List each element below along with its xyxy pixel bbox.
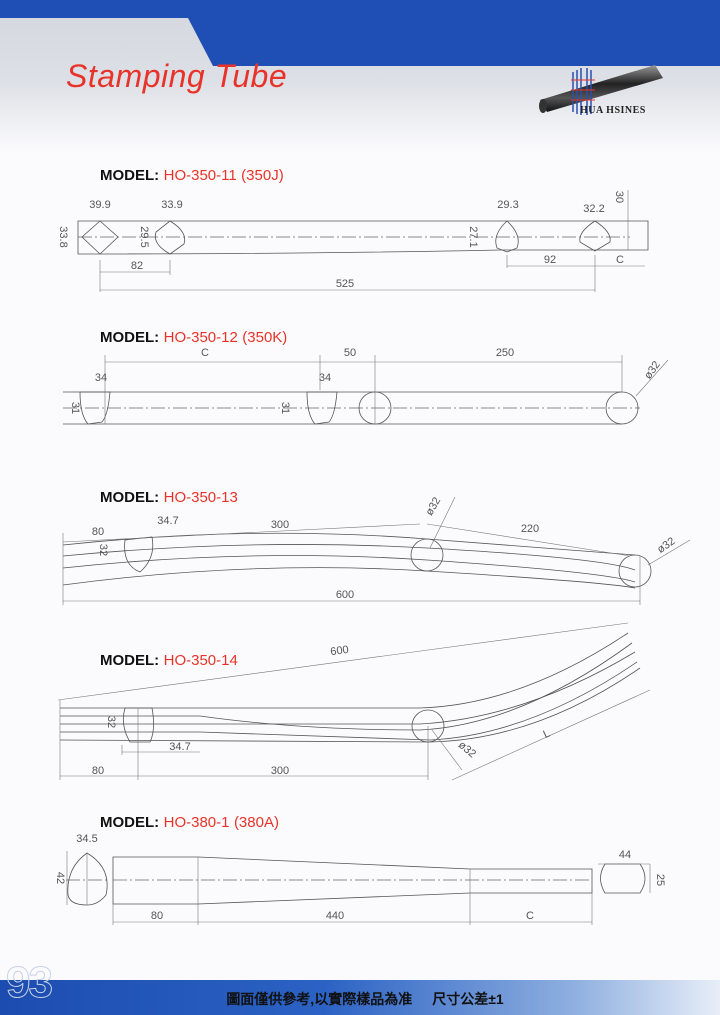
page-number: 93 (6, 958, 54, 1008)
model-variant: (350J) (241, 167, 284, 184)
dim-label: 80 (92, 526, 104, 538)
svg-text:MODEL: HO-350-13: MODEL: HO-350-13 (100, 489, 238, 506)
dim-label: 525 (336, 278, 354, 290)
model-ho-350-14: MODEL: HO-350-14 600 32 34.7 80 300 ø32 … (57, 622, 651, 781)
dim-label: 250 (496, 347, 514, 359)
svg-text:MODEL: HO-380-1 (380A): MODEL: HO-380-1 (380A) (100, 814, 279, 831)
brand-name: HUA HSINES (580, 105, 646, 116)
page-title: Stamping Tube (66, 58, 288, 94)
model-label: MODEL: (100, 652, 159, 669)
model-ho-350-11: MODEL: HO-350-11 (350J) 39.9 33.9 29.3 3… (57, 167, 649, 292)
model-label: MODEL: (100, 167, 159, 184)
dim-label: 44 (619, 849, 631, 861)
disclaimer-text: 圖面僅供參考,以實際樣品為准 (226, 991, 413, 1007)
dim-label: 39.9 (89, 199, 110, 211)
dim-label: 29.3 (497, 199, 518, 211)
dim-label: 80 (151, 910, 163, 922)
model-label: MODEL: (100, 814, 159, 831)
dim-label: 92 (544, 254, 556, 266)
dim-label: ø32 (456, 739, 478, 760)
dim-label: 29.5 (138, 226, 150, 247)
model-code: HO-350-13 (164, 489, 238, 506)
dim-label: ø32 (423, 495, 443, 517)
svg-text:MODEL: HO-350-11 (350J): MODEL: HO-350-11 (350J) (100, 167, 284, 184)
dim-label: 220 (521, 523, 539, 535)
model-code: HO-350-14 (164, 652, 238, 669)
dim-label: 50 (344, 347, 356, 359)
dim-label: 82 (131, 260, 143, 272)
dim-label: C (616, 254, 624, 266)
dim-label: 25 (654, 874, 666, 886)
svg-text:MODEL: HO-350-14: MODEL: HO-350-14 (100, 652, 238, 669)
model-code: HO-350-11 (164, 167, 237, 184)
dim-label: 31 (69, 402, 81, 414)
dim-label: 600 (330, 644, 350, 658)
dim-label: 34.5 (76, 833, 97, 845)
dim-label: 300 (271, 765, 289, 777)
svg-text:MODEL: HO-350-12 (350K): MODEL: HO-350-12 (350K) (100, 329, 287, 346)
dim-label: 30 (613, 191, 625, 203)
dim-label: 34.7 (157, 515, 178, 527)
dim-label: 34 (95, 372, 107, 384)
dim-label: 42 (54, 872, 66, 884)
model-label: MODEL: (100, 329, 159, 346)
dim-label: L (541, 728, 552, 741)
dim-label: 34 (319, 372, 331, 384)
dim-label: ø32 (642, 359, 663, 381)
model-variant: (380A) (234, 814, 279, 831)
dim-label: 33.8 (57, 226, 69, 247)
model-variant: (350K) (242, 329, 287, 346)
dim-label: 300 (271, 519, 289, 531)
footer-note: 圖面僅供參考,以實際樣品為准 尺寸公差±1 (0, 989, 720, 1009)
brand-logo-icon (539, 65, 663, 115)
model-label: MODEL: (100, 489, 159, 506)
tolerance-text: 尺寸公差±1 (432, 991, 504, 1007)
model-code: HO-350-12 (164, 329, 238, 346)
model-code: HO-380-1 (164, 814, 230, 831)
dim-label: 27.1 (467, 226, 479, 247)
dim-label: C (201, 347, 209, 359)
dim-label: C (526, 910, 534, 922)
dim-label: 600 (336, 589, 354, 601)
dim-label: ø32 (655, 535, 677, 556)
dim-label: 80 (92, 765, 104, 777)
dim-label: 33.9 (161, 199, 182, 211)
model-ho-350-13: MODEL: HO-350-13 80 34.7 300 220 ø32 ø32… (62, 489, 691, 605)
model-ho-380-1: MODEL: HO-380-1 (380A) 34.5 42 80 440 C … (54, 814, 666, 925)
footer-band (0, 980, 720, 1015)
dim-label: 32.2 (583, 203, 604, 215)
dim-label: 32 (105, 716, 117, 728)
model-ho-350-12: MODEL: HO-350-12 (350K) C 50 250 34 34 3… (63, 329, 669, 425)
dim-label: 34.7 (169, 741, 190, 753)
dim-label: 31 (279, 402, 291, 414)
dim-label: 440 (326, 910, 344, 922)
dim-label: 32 (97, 544, 109, 556)
